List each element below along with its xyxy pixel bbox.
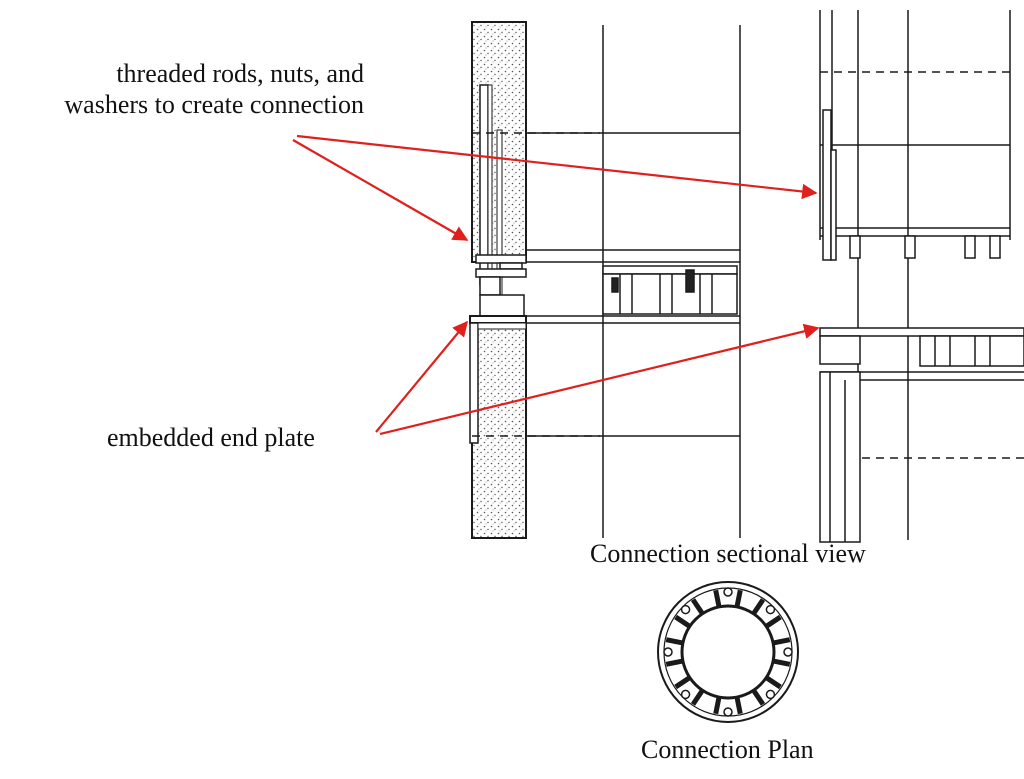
plan-bolt-hole: [723, 587, 733, 597]
plan-stiffener: [674, 614, 691, 628]
plan-stiffener: [752, 689, 766, 706]
column-outline-left: [526, 25, 741, 538]
plan-bolt-hole: [680, 604, 691, 615]
embedded-end-plate-left: [469, 315, 527, 444]
plan-stiffener: [752, 598, 766, 615]
plan-stiffener: [765, 676, 782, 690]
plan-stiffener: [713, 589, 722, 607]
plan-stiffener: [665, 637, 683, 646]
plan-stiffener: [734, 697, 743, 715]
plan-bolt-hole: [783, 647, 793, 657]
section-view-left: [469, 21, 741, 539]
plan-stiffener: [674, 676, 691, 690]
plan-stiffeners: [665, 589, 791, 715]
threaded-rod-right: [822, 109, 837, 261]
embedded-end-plate-right: [819, 327, 1024, 543]
plan-bolt-hole: [723, 707, 733, 717]
concrete-wall-lower: [471, 317, 527, 539]
threaded-rods-annotation: threaded rods, nuts, and washers to crea…: [64, 58, 364, 120]
plan-stiffener: [713, 697, 722, 715]
plan-bolts: [663, 587, 793, 717]
embedded-end-plate-annotation: embedded end plate: [107, 423, 315, 452]
threaded-rods-line1: threaded rods, nuts, and: [116, 59, 364, 88]
connection-plan-drawing: [657, 581, 799, 723]
bolt-heads-right: [849, 235, 1001, 259]
arrow-plate-to-left: [375, 320, 468, 433]
stiffener-block-left: [602, 265, 738, 315]
plan-stiffener: [773, 658, 791, 667]
nut-washer-stack: [475, 254, 527, 296]
plan-inner-ring: [680, 604, 776, 700]
arrow-rods-to-left: [292, 139, 469, 241]
plan-stiffener: [734, 589, 743, 607]
plan-stiffener: [690, 689, 704, 706]
plan-stiffener: [690, 598, 704, 615]
plan-bolt-hole: [765, 604, 776, 615]
plan-view-title: Connection Plan: [641, 735, 814, 764]
plan-stiffener: [765, 614, 782, 628]
plan-stiffener: [773, 637, 791, 646]
threaded-rods-line2: washers to create connection: [64, 90, 364, 119]
arrow-plate-to-right: [379, 323, 820, 436]
connection-gap: [479, 294, 525, 318]
plan-bolt-hole: [680, 689, 691, 700]
section-view-right: [819, 10, 1024, 543]
arrow-rods-to-right: [296, 134, 818, 200]
plan-bolt-hole: [663, 647, 673, 657]
sectional-view-title: Connection sectional view: [590, 539, 866, 568]
plan-stiffener: [665, 658, 683, 667]
plan-bolt-hole: [765, 689, 776, 700]
annotation-arrows: [292, 134, 820, 436]
